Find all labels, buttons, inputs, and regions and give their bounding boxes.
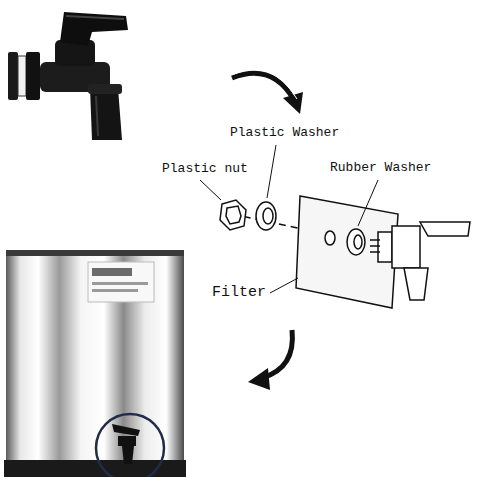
filter-container	[4, 250, 186, 477]
part-label: Plastic nut	[162, 161, 248, 177]
part-label: Rubber Washer	[330, 160, 431, 176]
curved-arrow	[232, 70, 303, 114]
part-label: Plastic Washer	[230, 125, 339, 141]
tap-photo	[8, 12, 128, 140]
curved-arrow	[248, 330, 292, 390]
part-label: Filter	[212, 285, 266, 301]
